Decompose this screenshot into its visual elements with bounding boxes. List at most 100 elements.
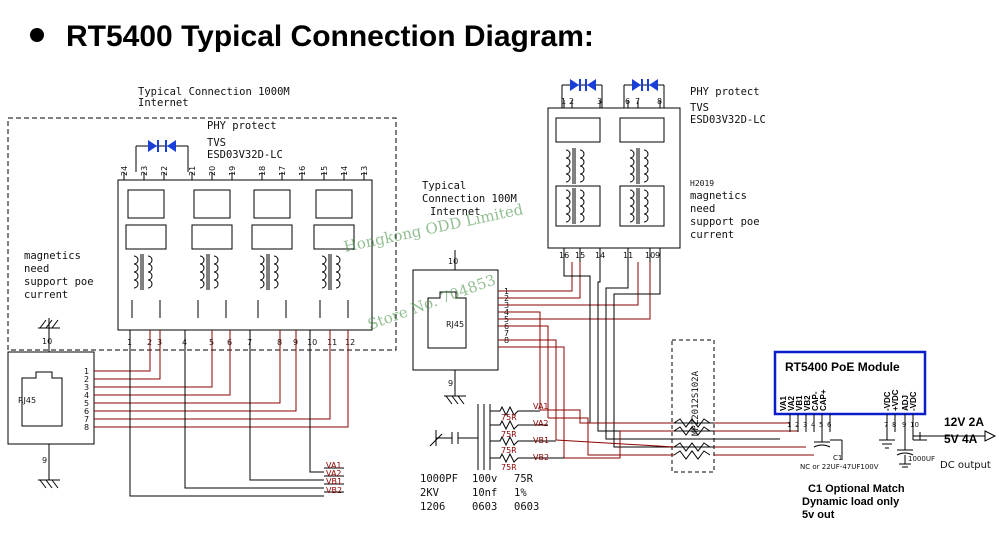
left-top-pin-19: 19 xyxy=(228,166,237,176)
left-rj45-pin-7: 7 xyxy=(84,415,89,424)
module-pin-vb1: VB1 xyxy=(795,395,804,411)
module-pin-number-4: 4 xyxy=(811,421,816,429)
right-magnetics-line-3: support poe xyxy=(690,216,760,228)
output-wiring xyxy=(879,432,934,468)
ground-icon xyxy=(38,479,60,489)
left-vb2-label: VB2 xyxy=(326,486,342,495)
ground-icon xyxy=(429,430,452,447)
left-top-pin-15: 15 xyxy=(320,166,329,176)
left-vb1-label: VB1 xyxy=(326,477,342,486)
ground-icon xyxy=(38,319,60,329)
note-dynamic-load: Dynamic load only xyxy=(802,496,900,508)
left-rj45-pin-2: 2 xyxy=(84,375,89,384)
right-h-label: H2019 xyxy=(690,179,714,188)
mid-block-label-3: Internet xyxy=(430,206,481,218)
left-dashed-boundary xyxy=(7,117,397,351)
left-tvs-diode-icon xyxy=(135,140,189,172)
resistor-label-3: 75R xyxy=(501,446,517,455)
left-top-pin-22: 22 xyxy=(160,166,169,176)
module-pin-number-8: 8 xyxy=(892,421,896,429)
right-top-pin-8: 8 xyxy=(657,97,662,106)
module-pin-vb2: VB2 xyxy=(803,395,812,411)
spec-r2-c3: 1% xyxy=(514,487,527,499)
right-top-pin-7: 7 xyxy=(635,97,640,106)
module-pin-va2: VA2 xyxy=(787,395,796,411)
module-pin-number-10: 10 xyxy=(910,421,919,429)
c1-label: C1 xyxy=(833,454,842,462)
spec-r3-c3: 0603 xyxy=(514,501,539,513)
left-top-pin-21: 21 xyxy=(188,166,197,176)
left-top-pin-20: 20 xyxy=(208,166,217,176)
left-magnetics-ic xyxy=(117,179,373,331)
left-magnetics-line-3: support poe xyxy=(24,276,94,288)
left-top-pin-14: 14 xyxy=(340,166,349,176)
right-magnetics-line-1: magnetics xyxy=(690,190,747,202)
left-rj45-pin-10: 10 xyxy=(42,337,52,346)
module-pin-cap-: CAP- xyxy=(811,391,820,411)
module-pin-cap+: CAP+ xyxy=(819,389,828,411)
left-rj45-label: RJ45 xyxy=(18,396,36,405)
right-bottom-pin-9: 9 xyxy=(655,251,660,260)
right-top-pin-6: 6 xyxy=(625,97,630,106)
left-tvs-part: ESD03V32D-LC xyxy=(207,149,283,161)
module-title: RT5400 PoE Module xyxy=(785,360,900,374)
output-dc-label: DC output xyxy=(940,460,991,471)
bullet-icon xyxy=(30,28,44,43)
mid-rj45-pin-10: 10 xyxy=(448,257,458,266)
left-top-pin-24: 24 xyxy=(120,166,129,176)
left-rj45-pin-3: 3 xyxy=(84,383,89,392)
left-transformer-unit xyxy=(251,189,293,318)
left-top-pin-23: 23 xyxy=(140,166,149,176)
note-5v-out: 5v out xyxy=(802,509,835,521)
module-pin--vdc: -VDC xyxy=(909,391,918,411)
module-pin-adj: ADJ xyxy=(901,395,910,411)
mid-wiring xyxy=(498,262,780,458)
right-tvs-diodes-icon xyxy=(561,79,665,108)
left-va1-label: VA1 xyxy=(326,461,342,470)
left-phy-protect: PHY protect xyxy=(207,120,277,132)
right-magnetics-line-4: current xyxy=(690,229,734,241)
module-pin--vdc: -VDC xyxy=(883,391,892,411)
right-bottom-pin-16: 16 xyxy=(559,251,569,260)
right-tvs: TVS xyxy=(690,102,709,114)
left-transformer-unit xyxy=(125,189,167,318)
resistor-vb1: VB1 xyxy=(533,436,549,445)
left-tvs: TVS xyxy=(207,137,226,149)
module-pin-number-5: 5 xyxy=(819,421,823,429)
left-block-label-1: Typical Connection 1000M xyxy=(138,86,290,98)
left-rj45-pin-5: 5 xyxy=(84,399,89,408)
left-block-label-2: Internet xyxy=(138,97,189,109)
title-text: RT5400 Typical Connection Diagram: xyxy=(66,20,594,53)
note-c1-optional: C1 Optional Match xyxy=(808,483,905,495)
resistor-vb2: VB2 xyxy=(533,453,549,462)
left-rj45-pin-4: 4 xyxy=(84,391,89,400)
spec-r1-c3: 75R xyxy=(514,473,534,485)
left-va2-label: VA2 xyxy=(326,469,342,478)
right-phy-protect: PHY protect xyxy=(690,86,760,98)
right-bottom-pin-14: 14 xyxy=(595,251,605,260)
left-rj45-pin-1: 1 xyxy=(84,367,89,376)
bridge-label: MPZ2012S102A xyxy=(691,370,701,436)
module-pin-number-3: 3 xyxy=(803,421,807,429)
resistor-label-2: 75R xyxy=(501,430,517,439)
resistor-va1: VA1 xyxy=(533,402,549,411)
output-arrow-icon xyxy=(934,430,997,442)
rt5400-module xyxy=(773,350,927,416)
left-rj45-pin-8: 8 xyxy=(84,423,89,432)
left-transformer-unit xyxy=(313,189,355,318)
mid-block-label-1: Typical xyxy=(422,180,466,192)
right-tvs-part: ESD03V32D-LC xyxy=(690,114,766,126)
c1-capacitor-icon xyxy=(813,432,843,460)
right-transformer-unit xyxy=(555,117,601,227)
left-bottom-pin-12: 12 xyxy=(345,338,355,347)
left-magnetics-line-4: current xyxy=(24,289,68,301)
spec-r2-c1: 2KV xyxy=(420,487,440,499)
left-transformers xyxy=(125,189,355,318)
right-transformer-unit xyxy=(619,117,665,227)
spec-r2-c2: 10nf xyxy=(472,487,497,499)
left-rj45-pin-6: 6 xyxy=(84,407,89,416)
